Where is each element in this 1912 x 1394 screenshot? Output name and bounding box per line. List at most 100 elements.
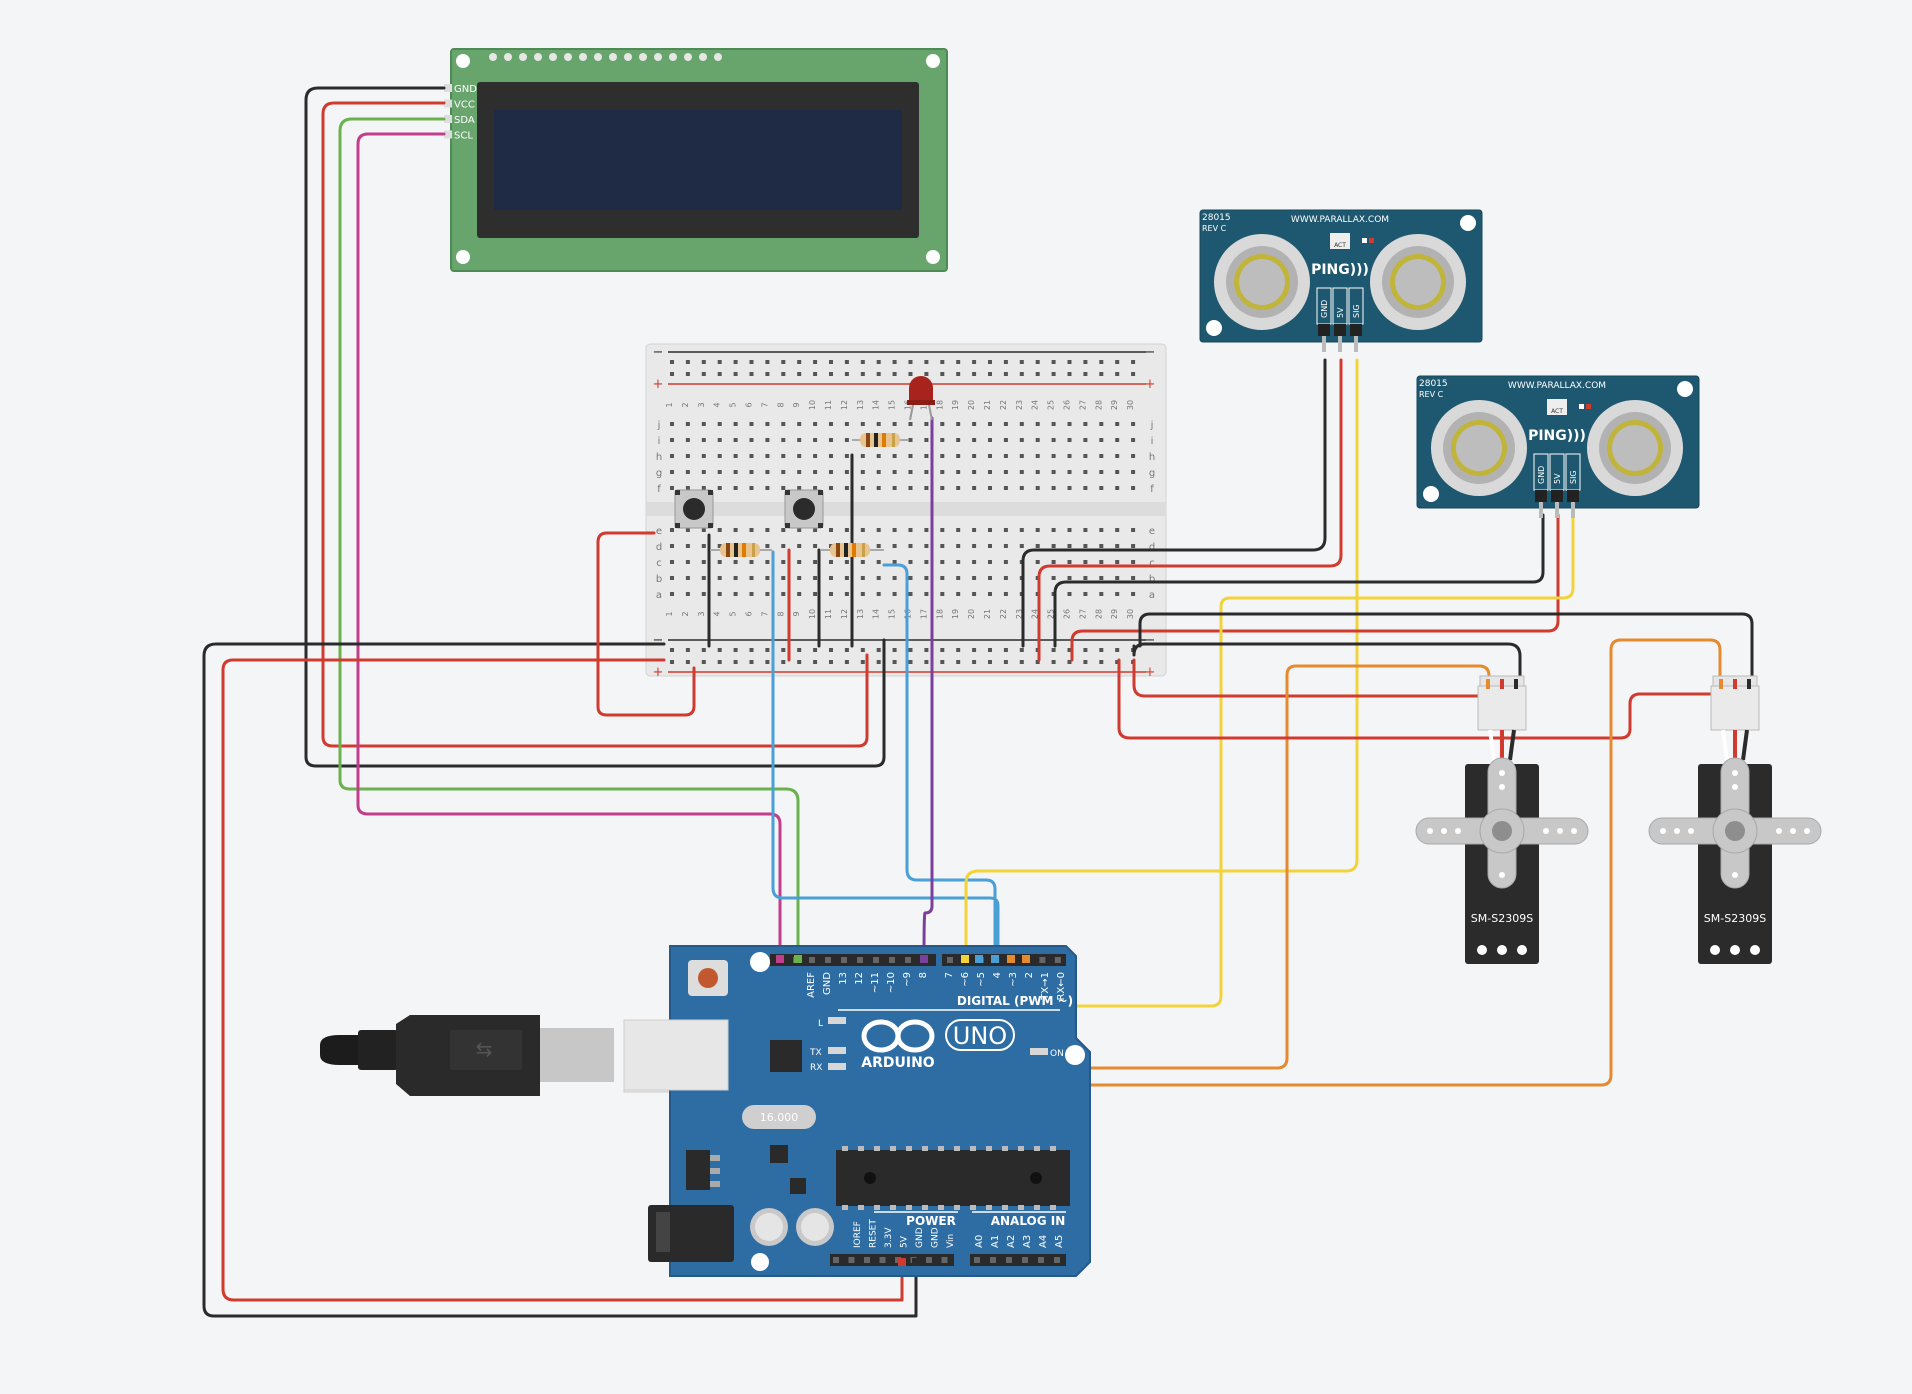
row-letter: a: [656, 590, 662, 601]
column-number: 22: [999, 400, 1008, 410]
digital-pin-label: 4: [992, 972, 1003, 978]
lcd-pin-label: SCL: [454, 131, 473, 142]
analog-pin-label: A0: [974, 1235, 985, 1248]
digital-pin-label: 13: [838, 972, 849, 985]
sensor-pin[interactable]: [1350, 324, 1362, 336]
resistor-1[interactable]: [710, 543, 772, 557]
sensor-pin[interactable]: [1567, 490, 1579, 502]
column-number: 27: [1078, 609, 1087, 619]
wire-tips: [776, 955, 1030, 1266]
column-number: 6: [745, 402, 754, 407]
wire-btn1-signal: [771, 550, 1000, 959]
push-button-2[interactable]: [784, 489, 824, 529]
column-number: 12: [840, 609, 849, 619]
arduino-uno[interactable]: 16.000 L TX RX ON ARDUINO UNO DIGITAL (P…: [623, 945, 1091, 1277]
wire-servo1-gnd: [1132, 642, 1522, 682]
row-letter: h: [656, 452, 662, 463]
digital-pin-label: ~9: [902, 972, 913, 987]
servo-model-label: SM-S2309S: [1704, 912, 1766, 925]
analog-pin-label: A2: [1006, 1235, 1017, 1248]
sensor-pin[interactable]: [1318, 324, 1330, 336]
row-letter: i: [1151, 436, 1154, 447]
sensor-rev: REV C: [1202, 224, 1227, 233]
arduino-brand: ARDUINO: [861, 1055, 935, 1071]
sensor-pin-label: SIG: [1569, 470, 1578, 484]
column-number: 13: [856, 609, 865, 619]
power-pin-label: GND: [931, 1227, 941, 1248]
red-led[interactable]: [907, 376, 935, 421]
sensor-site: WWW.PARALLAX.COM: [1291, 215, 1389, 225]
wire-button-left: [596, 531, 696, 717]
column-number: 14: [872, 400, 881, 410]
column-number: 27: [1078, 400, 1087, 410]
sensor-pin[interactable]: [1334, 324, 1346, 336]
column-number: 28: [1094, 609, 1103, 619]
row-letter: d: [1149, 542, 1155, 553]
wire-servo2-signal: [998, 638, 1722, 1087]
crystal-label: 16.000: [760, 1111, 799, 1124]
sensor-site: WWW.PARALLAX.COM: [1508, 381, 1606, 391]
row-letter: i: [658, 436, 661, 447]
servo-motor-1[interactable]: SM-S2309S: [1415, 675, 1589, 964]
sensor-pin[interactable]: [1535, 490, 1547, 502]
digital-pin-label: TX→1: [1040, 972, 1051, 1001]
rail-label: −: [653, 633, 664, 648]
column-number: 15: [888, 609, 897, 619]
digital-pin-label: ~5: [976, 972, 987, 987]
push-button-1[interactable]: [674, 489, 714, 529]
wire-ping2-5v: [1070, 513, 1560, 662]
column-number: 11: [824, 609, 833, 619]
column-number: 24: [1031, 609, 1040, 619]
lcd-pin-label: SDA: [454, 115, 475, 126]
column-number: 3: [697, 402, 706, 407]
analog-pin-label: A1: [990, 1235, 1001, 1248]
act-label: ACT: [1334, 242, 1346, 249]
column-number: 24: [1031, 400, 1040, 410]
sensor-rev: REV C: [1419, 390, 1444, 399]
resistor-2[interactable]: [820, 543, 884, 557]
digital-pin-label: GND: [822, 972, 833, 995]
lcd-pin[interactable]: [444, 99, 452, 108]
digital-pin-label: ~10: [886, 972, 897, 993]
power-pin-label: 5V: [900, 1235, 910, 1248]
wire-lcd-sda: [338, 117, 800, 959]
arduino-logo: ARDUINO UNO: [861, 1019, 1015, 1071]
wire-ping1-gnd: [1021, 358, 1327, 648]
column-number: 11: [824, 400, 833, 410]
resistor-3[interactable]: [852, 433, 908, 447]
row-letter: j: [657, 420, 661, 431]
row-letter: g: [656, 468, 662, 479]
rail-label: +: [1145, 377, 1156, 392]
on-label: ON: [1050, 1049, 1064, 1059]
power-label: POWER: [906, 1214, 956, 1228]
reset-button[interactable]: [698, 968, 718, 988]
lcd-pin[interactable]: [444, 130, 452, 139]
rail-label: +: [653, 377, 664, 392]
breadboard[interactable]: −+−+−+−+11223344556677889910101111121213…: [645, 343, 1167, 680]
wire-ping1-sig: [964, 358, 1359, 959]
sensor-pin-label: GND: [1320, 300, 1329, 318]
digital-pin-label: AREF: [806, 972, 817, 998]
wire-ping2-gnd: [1053, 513, 1545, 648]
usb-icon: ⇆: [476, 1037, 493, 1061]
sensor-pin[interactable]: [1551, 490, 1563, 502]
column-number: 18: [935, 609, 944, 619]
column-number: 14: [872, 609, 881, 619]
column-number: 7: [760, 611, 769, 616]
analog-pin-label: A5: [1054, 1235, 1065, 1248]
digital-header-label: DIGITAL (PWM ~): [957, 994, 1073, 1008]
lcd-pin[interactable]: [444, 84, 452, 92]
lcd-pin[interactable]: [444, 115, 452, 123]
power-pin-label: Vin: [946, 1234, 956, 1248]
column-number: 2: [681, 611, 690, 616]
wire-servo1-5v: [1132, 658, 1506, 698]
column-number: 13: [856, 400, 865, 410]
wire-gnd-rail: [202, 642, 918, 1318]
column-number: 20: [967, 609, 976, 619]
servo-model-label: SM-S2309S: [1471, 912, 1533, 925]
column-number: 29: [1110, 400, 1119, 410]
servo-motor-2[interactable]: SM-S2309S: [1648, 675, 1822, 964]
